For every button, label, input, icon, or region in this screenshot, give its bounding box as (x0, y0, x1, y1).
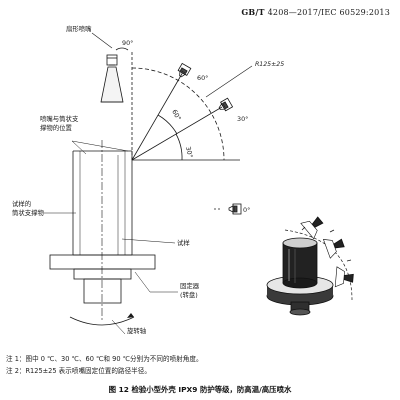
radial-line-60 (131, 71, 184, 161)
radius-arc (131, 67, 225, 161)
fixture-label-1: 固定器 (180, 281, 200, 290)
fan-nozzle-label: 扇形喷嘴 (66, 24, 92, 33)
turntable-fixture (49, 140, 156, 322)
specimen-cylinder (72, 150, 133, 256)
inner-angle-arc-30 (175, 133, 183, 161)
standard-prefix: GB/T (241, 7, 265, 17)
leader-nozzle-support-b (71, 140, 87, 155)
angle-label-30: 30° (237, 115, 248, 123)
fan-nozzle-leader (91, 32, 113, 49)
rotation-axis-label: 旋转轴 (127, 326, 146, 335)
inner-angle-label-30: 30° (184, 146, 194, 159)
standard-number: 4208—2017/IEC 60529:2013 (267, 8, 390, 17)
note-1: 注 1：图中 0 ℃、30 ℃、60 ℃和 90 ℃分别为不同的喷射角度。 (6, 355, 203, 363)
specimen-support-label-2: 筒状支撑物 (12, 208, 45, 217)
test-setup-figure: 90° 60° 30° 0° 60° 30° R125±25 扇形喷嘴 喷嘴与筒… (12, 24, 354, 335)
standard-header: GB/T 4208—2017/IEC 60529:2013 (241, 7, 390, 17)
note-2: 注 2：R125±25 表示喷嘴固定位置的路径半径。 (6, 367, 151, 375)
rotation-arrowhead (127, 313, 134, 318)
perspective-illustration (266, 216, 354, 316)
specimen-label: 试样 (177, 238, 190, 247)
leader-nozzle-support-a (71, 140, 129, 152)
nozzle-30 (218, 97, 234, 112)
fixture-label-2: (转盘) (180, 290, 198, 299)
fan-nozzle-90 (100, 54, 124, 103)
nozzle-support-label-2: 撑物的位置 (40, 123, 73, 132)
angle-label-90: 90° (122, 39, 133, 47)
radius-leader (205, 65, 253, 98)
nozzle-0 (228, 203, 242, 215)
specimen-support-label-1: 试样的 (12, 199, 31, 208)
radius-label: R125±25 (255, 61, 284, 68)
angle-label-0: 0° (243, 206, 250, 214)
nozzle-support-label-1: 喷嘴与筒状支 (40, 114, 79, 123)
figure-caption: 图 12 检验小型外壳 IPX9 防护等级，防高温/高压喷水 (108, 385, 292, 394)
leader-specimen (121, 238, 176, 244)
nozzle-60 (177, 62, 192, 78)
leader-fixture (134, 271, 178, 293)
angle-label-60: 60° (197, 74, 208, 82)
inner-angle-arc-60 (157, 114, 178, 135)
figure-notes: 注 1：图中 0 ℃、30 ℃、60 ℃和 90 ℃分别为不同的喷射角度。 注 … (6, 353, 203, 377)
rotation-arrow (69, 316, 135, 326)
leader-rotation-axis (111, 319, 126, 335)
angle-marker-90 (115, 47, 129, 51)
inner-angle-label-60: 60° (170, 108, 182, 122)
